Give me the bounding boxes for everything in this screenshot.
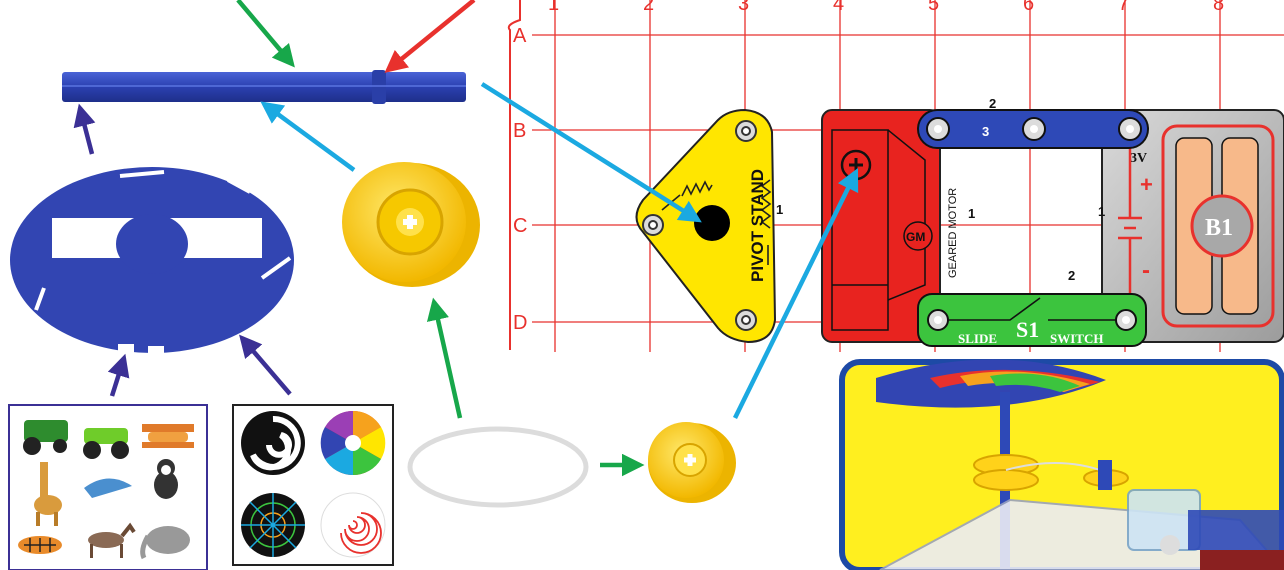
- grid-row-label: B: [513, 120, 526, 142]
- battery-level: 1: [1098, 204, 1105, 219]
- animal-sticker-sheet: [9, 405, 207, 570]
- wire-3-label: 3: [982, 124, 989, 139]
- wire-3-part: 3 2: [918, 96, 1148, 148]
- switch-s1-label: S1: [1016, 317, 1039, 342]
- pattern-disc-sheet: [233, 405, 393, 565]
- grid-col-label: 7: [1118, 0, 1129, 15]
- geared-motor-level: 1: [968, 206, 975, 221]
- grid-row-label: C: [513, 215, 527, 237]
- battery-plus: +: [1140, 172, 1153, 197]
- small-pulley-part: [648, 422, 736, 503]
- biplane-sticker-icon: [142, 424, 194, 448]
- spiral-pattern-icon: [241, 411, 305, 475]
- shaft-part: [62, 70, 466, 104]
- grid-col-label: 6: [1023, 0, 1034, 15]
- rainbow-swirl-pattern-icon: [321, 411, 386, 475]
- color-web-pattern-icon: [241, 493, 305, 557]
- grid-col-label: 3: [738, 0, 749, 15]
- wire-3-level: 2: [989, 96, 996, 111]
- switch-left-label: SLIDE: [958, 331, 997, 346]
- geared-motor-label: GEARED MOTOR: [947, 188, 959, 278]
- grid-col-label: 1: [548, 0, 559, 15]
- pivot-hole: [694, 205, 730, 241]
- switch-right-label: SWITCH: [1050, 331, 1103, 346]
- battery-minus: -: [1142, 257, 1150, 284]
- pivot-stand-part: PIVOT STAND 1: [637, 110, 784, 342]
- grid-col-label: 2: [643, 0, 654, 15]
- switch-level: 2: [1068, 268, 1075, 283]
- pivot-stand-label: PIVOT STAND: [748, 169, 767, 282]
- large-pulley-part: [342, 162, 480, 287]
- battery-voltage: 3V: [1130, 151, 1147, 166]
- grid-col-label: 5: [928, 0, 939, 15]
- b1-badge: B1: [1205, 215, 1233, 241]
- panda-sticker-icon: [154, 459, 178, 499]
- assembled-project-photo: [842, 359, 1284, 570]
- blue-disc-part: [10, 167, 294, 358]
- grid-row-label: A: [513, 25, 527, 47]
- grid-col-label: 8: [1213, 0, 1224, 15]
- rubber-band-part: [410, 429, 586, 505]
- tiger-sticker-icon: [18, 536, 62, 554]
- gm-badge: GM: [906, 230, 925, 244]
- grid-row-label: D: [513, 312, 527, 334]
- pivot-stand-number: 1: [776, 202, 783, 217]
- red-spiral-pattern-icon: [321, 493, 385, 557]
- grid-col-label: 4: [833, 0, 844, 15]
